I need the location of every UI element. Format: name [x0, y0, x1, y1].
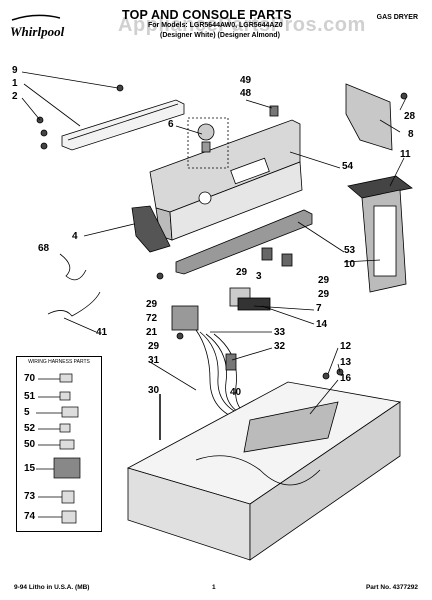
legend-title: WIRING HARNESS PARTS: [28, 359, 90, 365]
legend-item-74: 74: [24, 511, 36, 522]
wiring-harness-legend: WIRING HARNESS PARTS: [16, 356, 102, 532]
callout-33: 33: [274, 327, 286, 338]
svg-text:Whirlpool: Whirlpool: [10, 24, 65, 39]
callout-6: 6: [168, 119, 174, 130]
callout-16: 16: [340, 373, 352, 384]
callout-3: 3: [256, 271, 262, 282]
callout-29-d: 29: [146, 299, 158, 310]
callout-9: 9: [12, 65, 18, 76]
callout-21: 21: [146, 327, 158, 338]
models-line: For Models: LGR5644AW0, LGR5644AZ0: [148, 22, 283, 29]
legend-item-51: 51: [24, 391, 36, 402]
brand-logo: Whirlpool: [8, 12, 66, 42]
watermark: AppliancePartsPros.com: [118, 14, 366, 36]
callout-12: 12: [340, 341, 352, 352]
callout-2: 2: [12, 91, 18, 102]
callout-14: 14: [316, 319, 328, 330]
callout-72: 72: [146, 313, 158, 324]
callout-28: 28: [404, 111, 416, 122]
footer-litho: 9-94 Litho in U.S.A. (MB): [14, 584, 90, 591]
callout-8: 8: [408, 129, 414, 140]
callout-54: 54: [342, 161, 354, 172]
callout-40: 40: [230, 387, 242, 398]
legend-item-70: 70: [24, 373, 36, 384]
callout-53: 53: [344, 245, 356, 256]
callout-29-e: 29: [148, 341, 160, 352]
callout-1: 1: [12, 78, 18, 89]
callout-7: 7: [316, 303, 322, 314]
legend-item-5: 5: [24, 407, 30, 418]
legend-item-15: 15: [24, 463, 36, 474]
callout-31: 31: [148, 355, 160, 366]
callout-13: 13: [340, 357, 352, 368]
callout-48: 48: [240, 88, 252, 99]
callout-41: 41: [96, 327, 108, 338]
footer-page-number: 1: [212, 584, 216, 591]
callout-30: 30: [148, 385, 160, 396]
legend-item-50: 50: [24, 439, 36, 450]
callout-29-a: 29: [236, 267, 248, 278]
callout-29-c: 29: [318, 289, 330, 300]
legend-item-52: 52: [24, 423, 36, 434]
page-title: TOP AND CONSOLE PARTS: [122, 8, 292, 22]
callout-68: 68: [38, 243, 50, 254]
callout-4: 4: [72, 231, 78, 242]
whirlpool-logo-icon: Whirlpool: [10, 14, 65, 39]
footer-part-number: Part No. 4377292: [365, 584, 418, 591]
colors-line: (Designer White) (Designer Almond): [160, 32, 280, 39]
callout-11: 11: [400, 149, 411, 160]
callout-29-b: 29: [318, 275, 330, 286]
callout-10: 10: [344, 259, 356, 270]
callout-49: 49: [240, 75, 252, 86]
category-label: GAS DRYER: [376, 14, 418, 21]
legend-item-73: 73: [24, 491, 36, 502]
callout-32: 32: [274, 341, 286, 352]
